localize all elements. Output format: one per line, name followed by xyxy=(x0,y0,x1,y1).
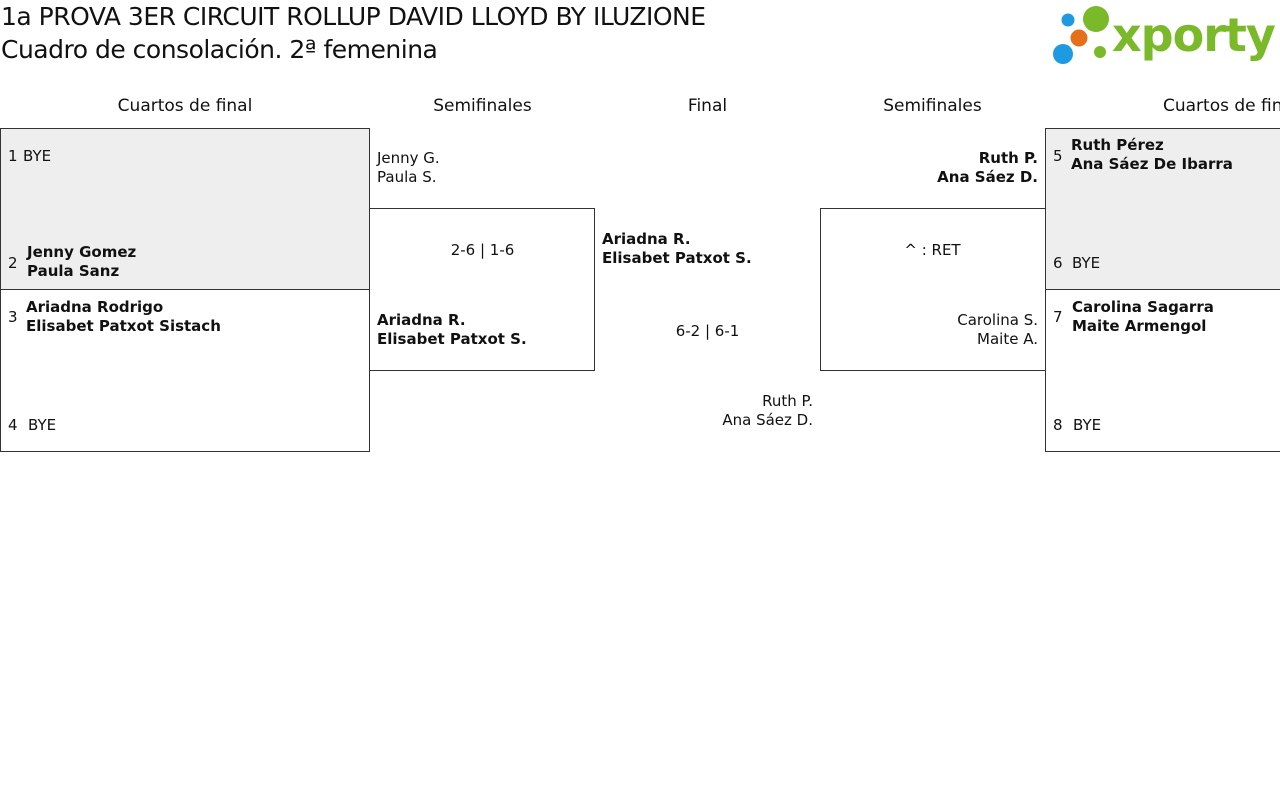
match-score: 2-6 | 1-6 xyxy=(450,241,515,259)
player-name: Elisabet Patxot Sistach xyxy=(26,317,221,335)
page-subtitle: Cuadro de consolación. 2ª femenina xyxy=(1,35,438,64)
player-name: Paula S. xyxy=(377,168,437,186)
seed-number: 2 xyxy=(8,254,18,272)
player-name: Maite A. xyxy=(977,330,1038,348)
player-name: Ana Sáez De Ibarra xyxy=(1071,155,1233,173)
bye-label: BYE xyxy=(1072,254,1101,272)
player-name: Ariadna R. xyxy=(377,311,466,329)
seed-number: 3 xyxy=(8,308,18,326)
seed-number: 1 xyxy=(8,147,18,165)
player-name: Ruth Pérez xyxy=(1071,136,1164,154)
seed-number: 5 xyxy=(1053,147,1063,165)
player-name: Maite Armengol xyxy=(1072,317,1207,335)
page-title: 1a PROVA 3ER CIRCUIT ROLLUP DAVID LLOYD … xyxy=(1,2,706,31)
player-name: Ariadna R. xyxy=(602,230,691,248)
bye-label: BYE xyxy=(28,416,57,434)
bye-label: BYE xyxy=(23,147,52,165)
round-header-final: Final xyxy=(687,96,728,116)
player-name: Ana Sáez D. xyxy=(937,168,1038,186)
round-header-left-semifinals: Semifinales xyxy=(433,96,532,116)
player-name: Elisabet Patxot S. xyxy=(602,249,752,267)
left-sf-match xyxy=(369,208,595,371)
xporty-logo[interactable]: xporty xyxy=(1050,3,1276,67)
player-name: Ruth P. xyxy=(762,392,813,410)
player-name: Carolina Sagarra xyxy=(1072,298,1214,316)
seed-number: 6 xyxy=(1053,254,1063,272)
player-name: Ruth P. xyxy=(978,149,1038,167)
player-name: Jenny G. xyxy=(377,149,440,167)
xporty-logo-text: xporty xyxy=(1112,8,1276,62)
player-name: Ana Sáez D. xyxy=(722,411,813,429)
final-score: 6-2 | 6-1 xyxy=(675,322,740,340)
round-header-right-semifinals: Semifinales xyxy=(883,96,982,116)
xporty-logo-icon xyxy=(1053,6,1109,64)
round-header-right-quarterfinals: Cuartos de final xyxy=(1163,96,1280,116)
right-qf-match-2 xyxy=(1045,289,1280,452)
player-name: Ariadna Rodrigo xyxy=(26,298,164,316)
bye-label: BYE xyxy=(1073,416,1102,434)
seed-number: 7 xyxy=(1053,308,1063,326)
round-header-left-quarterfinals: Cuartos de final xyxy=(117,96,253,116)
player-name: Jenny Gomez xyxy=(27,243,137,261)
seed-number: 8 xyxy=(1053,416,1063,434)
player-name: Paula Sanz xyxy=(27,262,120,280)
seed-number: 4 xyxy=(8,416,18,434)
match-score: ^ : RET xyxy=(904,241,961,259)
left-qf-match-1 xyxy=(0,128,370,290)
player-name: Elisabet Patxot S. xyxy=(377,330,527,348)
player-name: Carolina S. xyxy=(957,311,1038,329)
